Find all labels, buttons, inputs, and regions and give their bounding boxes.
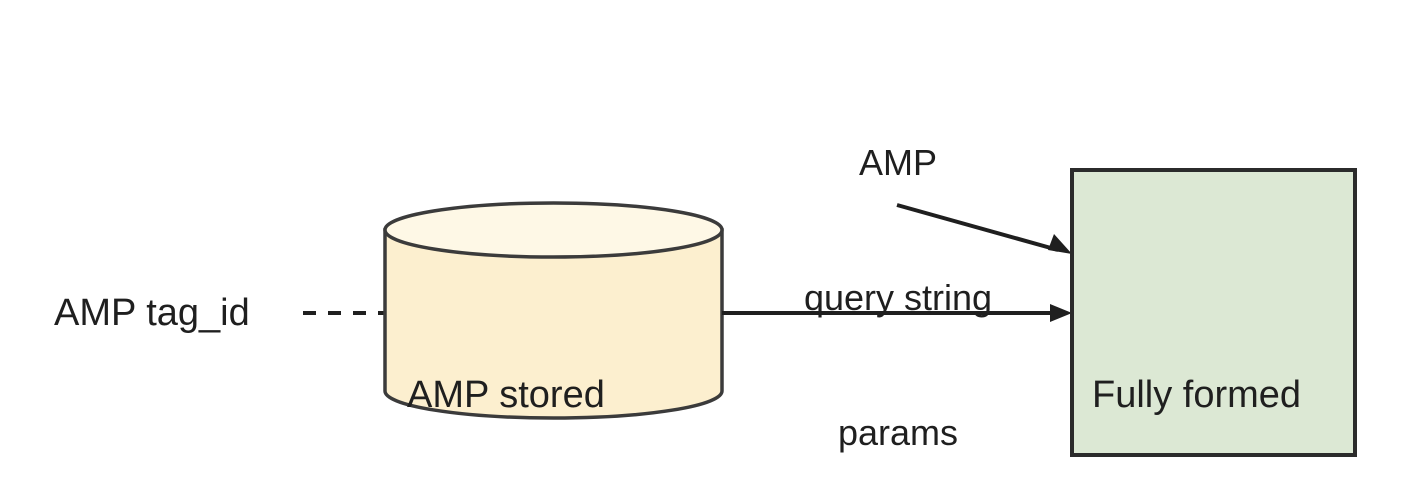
arrow-line <box>896 203 1059 252</box>
output-box-label: Fully formed ORTB <box>1092 283 1301 498</box>
arrowhead <box>1050 304 1072 322</box>
cylinder-top-ellipse <box>383 201 724 259</box>
output-box-label-line1: Fully formed <box>1092 374 1302 416</box>
label-amp-tag-id: AMP tag_id <box>54 292 250 334</box>
cylinder-label: AMP stored request template <box>407 283 690 498</box>
cylinder-label-line1: AMP stored <box>407 374 605 416</box>
annotation-query-string-params: AMP query string params <box>798 50 998 498</box>
arrowhead <box>1048 234 1072 254</box>
cylinder-shape[interactable] <box>383 201 724 420</box>
connector-datastore-to-output <box>722 304 1072 322</box>
cylinder-body <box>383 228 724 420</box>
output-box-rect <box>1070 168 1357 457</box>
annotation-line3: params <box>837 412 959 453</box>
annotation-line2: query string <box>803 277 993 318</box>
annotation-line1: AMP <box>858 142 937 183</box>
output-box-shape[interactable] <box>1070 168 1357 457</box>
connector-params-to-output <box>896 203 1072 254</box>
